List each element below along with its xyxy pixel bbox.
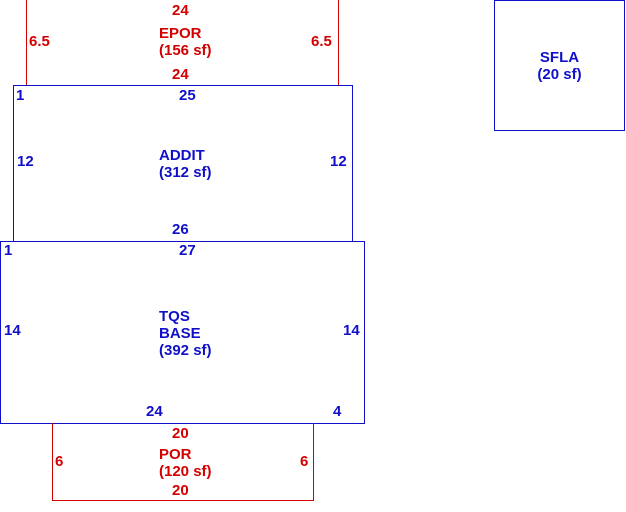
addit-corner-label: 1 [16,87,25,104]
sfla-area: (20 sf) [537,66,582,83]
por-bottom-dimension: 20 [172,482,189,499]
sfla-label: SFLA (20 sf) [494,49,625,83]
epor-right-dimension: 6.5 [311,33,332,50]
addit-right-dimension: 12 [330,153,347,170]
addit-label: ADDIT (312 sf) [159,147,212,181]
por-name: POR [159,446,192,463]
base-outline [0,241,365,424]
por-label: POR (120 sf) [159,446,212,480]
epor-bottom-dimension: 24 [172,66,189,83]
base-name-line2: BASE [159,325,201,342]
base-right-dimension: 14 [343,322,360,339]
addit-name: ADDIT [159,147,205,164]
sfla-name: SFLA [539,49,580,66]
addit-top-dimension: 25 [179,87,196,104]
epor-top-dimension: 24 [172,2,189,19]
por-area: (120 sf) [159,463,212,480]
epor-left-dimension: 6.5 [29,33,50,50]
addit-bottom-dimension: 26 [172,221,189,238]
base-top-dimension: 27 [179,242,196,259]
base-label: TQS BASE (392 sf) [159,308,212,359]
epor-name: EPOR [159,25,202,42]
base-bottom-right-dimension: 4 [333,403,342,420]
addit-area: (312 sf) [159,164,212,181]
epor-label: EPOR (156 sf) [159,25,212,59]
base-name-line1: TQS [159,308,190,325]
base-corner-label: 1 [4,242,13,259]
base-area: (392 sf) [159,342,212,359]
base-left-dimension: 14 [4,322,21,339]
por-right-dimension: 6 [300,453,309,470]
por-top-dimension: 20 [172,425,189,442]
base-bottom-dimension: 24 [146,403,163,420]
epor-area: (156 sf) [159,42,212,59]
por-outline [52,423,314,501]
por-left-dimension: 6 [55,453,64,470]
addit-left-dimension: 12 [17,153,34,170]
sfla-outline [494,0,625,131]
